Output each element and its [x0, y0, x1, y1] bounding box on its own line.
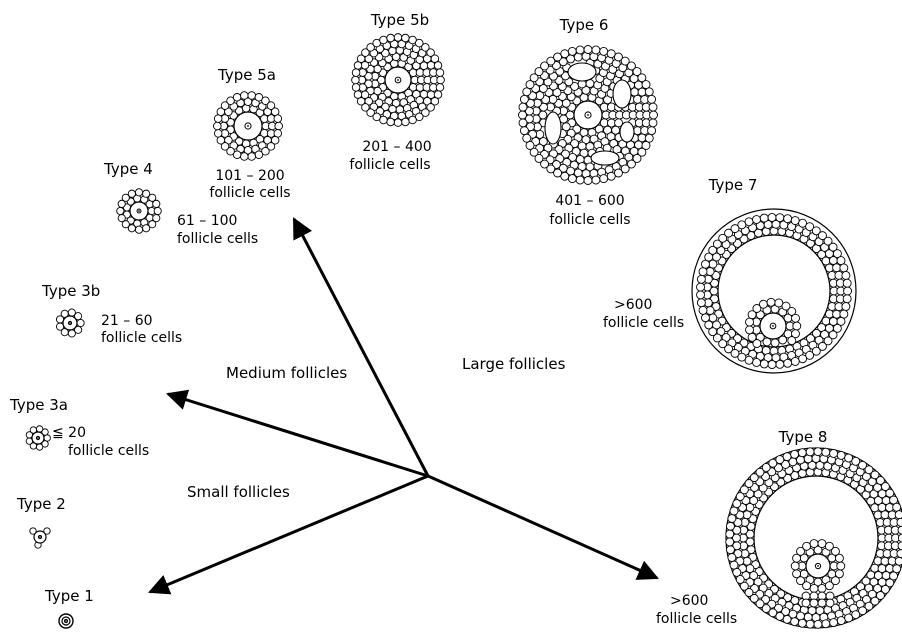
- type5a-unit: follicle cells: [209, 185, 290, 201]
- arrow-type5a: [294, 219, 428, 476]
- type5a-title: Type 5a: [218, 67, 276, 83]
- follicle-type4-icon: [117, 189, 162, 234]
- type1-title: Type 1: [45, 588, 94, 604]
- follicle-type8-icon: [726, 448, 902, 629]
- type5b-unit: follicle cells: [349, 157, 430, 173]
- type3b-title: Type 3b: [42, 283, 100, 299]
- arrow-large-follicles: [428, 476, 657, 578]
- type6-count: 401 – 600: [555, 193, 624, 209]
- small-follicles-label: Small follicles: [187, 484, 290, 500]
- type8-title: Type 8: [779, 429, 828, 445]
- medium-follicles-label: Medium follicles: [226, 365, 347, 381]
- type3b-count: 21 – 60: [101, 313, 153, 329]
- type4-unit: follicle cells: [177, 231, 258, 247]
- type8-unit: follicle cells: [656, 611, 737, 627]
- type4-title: Type 4: [104, 161, 153, 177]
- arrows-group: [150, 219, 657, 592]
- type2-title: Type 2: [17, 496, 66, 512]
- type7-title: Type 7: [709, 177, 758, 193]
- follicle-type2-icon: [30, 528, 50, 548]
- follicle-type3a-icon: [26, 426, 50, 451]
- follicle-type5b-icon: [352, 34, 445, 127]
- type6-title: Type 6: [560, 17, 609, 33]
- type3b-unit: follicle cells: [101, 330, 182, 346]
- large-follicles-label: Large follicles: [462, 356, 565, 372]
- follicle-type3b-icon: [56, 309, 84, 337]
- type3a-unit: follicle cells: [68, 443, 149, 459]
- type8-count: >600: [670, 593, 708, 609]
- type7-unit: follicle cells: [603, 315, 684, 331]
- follicle-type6-icon: [518, 45, 657, 184]
- type5b-count: 201 – 400: [362, 139, 431, 155]
- type3a-title: Type 3a: [10, 397, 68, 413]
- arrow-medium-follicles: [168, 394, 428, 476]
- follicle-type7-icon: [692, 209, 856, 373]
- type5b-title: Type 5b: [371, 12, 429, 28]
- type3a-count: ≦ 20: [52, 425, 86, 441]
- type7-count: >600: [614, 297, 652, 313]
- type5a-count: 101 – 200: [215, 168, 284, 184]
- type4-count: 61 – 100: [177, 213, 237, 229]
- follicle-type1-icon: [59, 614, 73, 628]
- type6-unit: follicle cells: [549, 212, 630, 228]
- follicle-type5a-icon: [214, 92, 283, 161]
